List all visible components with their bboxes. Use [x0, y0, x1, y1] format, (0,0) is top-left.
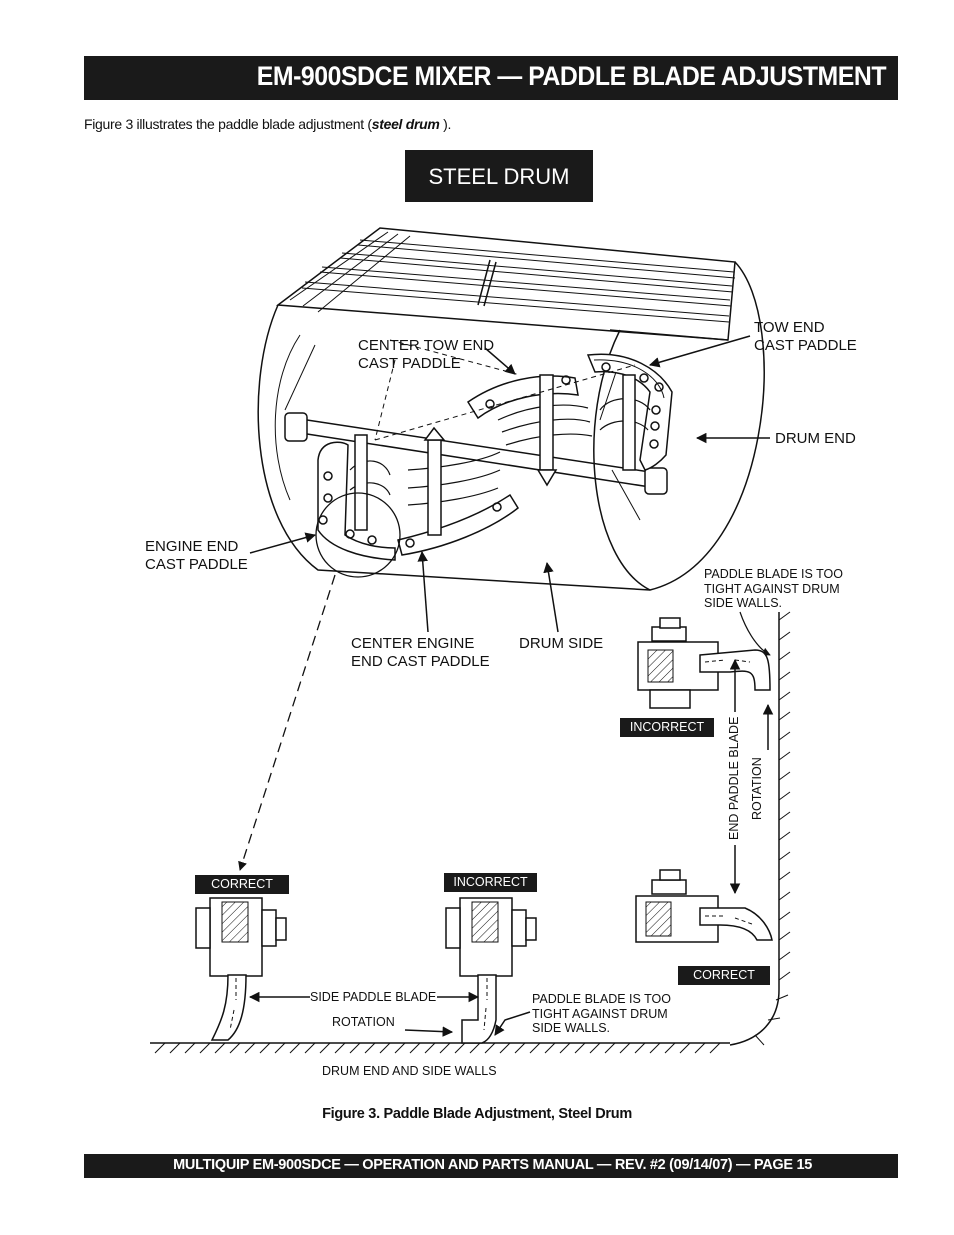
- end-blade-incorrect: [637, 617, 771, 709]
- intro-emphasis: steel drum: [371, 116, 440, 132]
- side-blade-correct: [195, 897, 287, 1041]
- label-too-tight-top: PADDLE BLADE IS TOO TIGHT AGAINST DRUM S…: [704, 567, 843, 610]
- page-title: EM-900SDCE MIXER — PADDLE BLADE ADJUSTME…: [256, 61, 887, 91]
- drum-body: [257, 261, 765, 591]
- tag-correct-left: CORRECT: [195, 875, 289, 894]
- center-engine-end-paddle: [397, 426, 519, 556]
- label-side-paddle-blade: SIDE PADDLE BLADE: [310, 990, 437, 1004]
- label-engine-end-paddle: ENGINE END CAST PADDLE: [145, 538, 248, 573]
- intro-paragraph: Figure 3 illustrates the paddle blade ad…: [84, 116, 452, 132]
- label-rotation-vertical: ROTATION: [750, 757, 764, 820]
- tag-incorrect-mid: INCORRECT: [444, 873, 537, 892]
- tag-correct-right: CORRECT: [678, 966, 770, 985]
- label-center-engine-end-paddle: CENTER ENGINE END CAST PADDLE: [351, 635, 490, 670]
- label-drum-side: DRUM SIDE: [519, 635, 604, 652]
- page-footer: MULTIQUIP EM-900SDCE — OPERATION AND PAR…: [84, 1154, 898, 1178]
- label-rotation-horizontal: ROTATION: [332, 1015, 395, 1029]
- label-tow-end-paddle: TOW END CAST PADDLE: [754, 319, 857, 354]
- tag-incorrect-top: INCORRECT: [620, 718, 714, 737]
- end-blade-correct: [635, 869, 773, 943]
- right-drum-wall: [729, 611, 791, 1046]
- label-center-tow-end-paddle: CENTER TOW END CAST PADDLE: [358, 337, 495, 372]
- page-title-bar: EM-900SDCE MIXER — PADDLE BLADE ADJUSTME…: [84, 56, 898, 100]
- side-blade-incorrect: [445, 897, 537, 1044]
- steel-drum-label: STEEL DRUM: [405, 150, 593, 202]
- drum-floor: [150, 1042, 730, 1054]
- label-drum-end-side-walls: DRUM END AND SIDE WALLS: [322, 1064, 497, 1078]
- engine-end-paddle: [317, 434, 396, 561]
- footer-text: MULTIQUIP EM-900SDCE — OPERATION AND PAR…: [173, 1157, 812, 1173]
- label-drum-end: DRUM END: [775, 430, 856, 447]
- figure-caption: Figure 3. Paddle Blade Adjustment, Steel…: [322, 1106, 632, 1122]
- label-too-tight-bottom: PADDLE BLADE IS TOO TIGHT AGAINST DRUM S…: [532, 992, 671, 1035]
- drum-grating: [275, 227, 736, 341]
- label-end-paddle-blade: END PADDLE BLADE: [727, 716, 741, 840]
- tow-end-paddle: [586, 353, 673, 471]
